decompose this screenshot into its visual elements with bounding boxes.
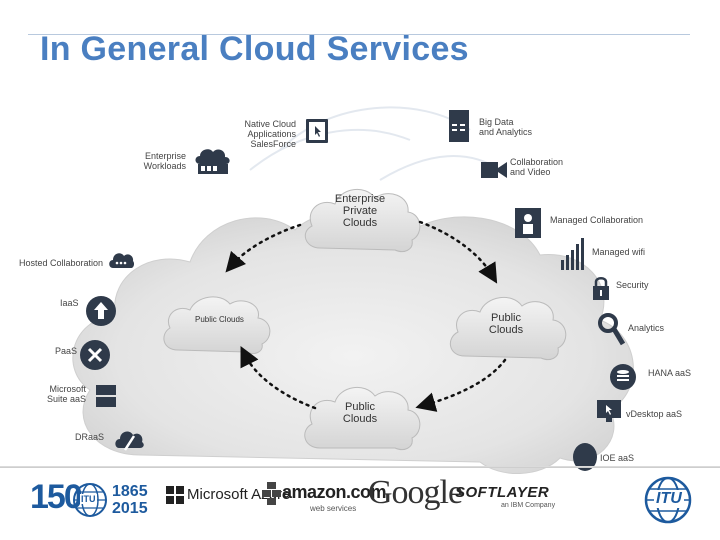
year-2015: 2015 bbox=[112, 500, 148, 517]
amazon-logo: amazon.com web services bbox=[262, 476, 387, 516]
public-right-line-2: Clouds bbox=[488, 324, 524, 336]
collab-video-line-2: and Video bbox=[510, 167, 551, 177]
touch-screen-icon bbox=[306, 119, 328, 143]
hana-label: HANA aaS bbox=[648, 368, 692, 378]
cycle-arrows bbox=[225, 220, 507, 412]
enterprise-line-3: Clouds bbox=[342, 217, 378, 229]
server-cloud-icon bbox=[195, 149, 230, 174]
iaas-label: IaaS bbox=[60, 298, 79, 308]
enterprise-workloads-line-1: Enterprise bbox=[144, 151, 186, 161]
public-cloud-left-shape bbox=[163, 296, 271, 355]
title-underline bbox=[28, 34, 690, 35]
big-data-label: Big Data and Analytics bbox=[479, 117, 532, 137]
public-right-line-1: Public bbox=[491, 312, 521, 324]
year-1865: 1865 bbox=[112, 483, 148, 500]
signal-bars-icon bbox=[561, 238, 584, 270]
amazon-sub-text: web services bbox=[310, 504, 357, 513]
itu-right-logo: ITU bbox=[644, 476, 692, 524]
presenter-icon bbox=[515, 208, 541, 238]
hosted-collab-label: Hosted Collaboration bbox=[19, 258, 104, 268]
managed-collab-label: Managed Collaboration bbox=[550, 215, 644, 225]
database-icon bbox=[610, 364, 636, 390]
public-cloud-left-label: Public Clouds bbox=[195, 315, 244, 324]
softlayer-sub-text: an IBM Company bbox=[501, 502, 556, 509]
cloud-upload-icon bbox=[86, 296, 116, 326]
magnifier-icon bbox=[598, 313, 625, 346]
enterprise-workloads-label: Enterprise Workloads bbox=[120, 151, 186, 171]
page-title: In General Cloud Services bbox=[40, 30, 469, 68]
microsoft-line-1: Microsoft bbox=[49, 384, 86, 394]
enterprise-line-2: Private bbox=[342, 205, 378, 217]
video-camera-icon bbox=[481, 162, 507, 178]
native-cloud-line-1: Native Cloud bbox=[244, 119, 296, 129]
public-cloud-right-label: Public Clouds bbox=[476, 312, 536, 336]
google-logo: Google bbox=[368, 474, 463, 511]
microsoft-suite-label: Microsoft Suite aaS bbox=[40, 384, 86, 404]
native-cloud-line-3: SalesForce bbox=[250, 139, 296, 149]
ioe-label: IOE aaS bbox=[600, 453, 635, 463]
aws-cubes-icon bbox=[262, 482, 281, 505]
chat-cloud-icon bbox=[109, 253, 134, 268]
draas-label: DRaaS bbox=[75, 432, 105, 442]
native-cloud-label: Native Cloud Applications SalesForce bbox=[220, 119, 296, 149]
native-cloud-line-2: Applications bbox=[247, 129, 296, 139]
amazon-text: amazon.com bbox=[282, 482, 387, 502]
tools-icon bbox=[80, 340, 110, 370]
vdesktop-label: vDesktop aaS bbox=[626, 409, 683, 419]
enterprise-workloads-line-2: Workloads bbox=[143, 161, 186, 171]
recovery-cloud-icon bbox=[115, 431, 144, 451]
building-icon bbox=[449, 110, 469, 142]
itu-150-logo: 150 ITU 1865 2015 bbox=[30, 478, 160, 520]
softlayer-text: SOFTLAYER bbox=[455, 484, 550, 501]
paas-label: PaaS bbox=[55, 346, 78, 356]
softlayer-logo: SOFTLAYER an IBM Company bbox=[455, 484, 555, 516]
itu-small-text: ITU bbox=[80, 494, 97, 504]
enterprise-cloud-shape bbox=[304, 189, 421, 253]
ioe-circle-icon bbox=[573, 443, 597, 471]
public-bottom-line-2: Clouds bbox=[342, 413, 378, 425]
collab-video-line-1: Collaboration bbox=[510, 157, 564, 167]
microsoft-windows-icon bbox=[166, 486, 184, 504]
windows-logo-icon bbox=[96, 385, 116, 407]
big-data-line-1: Big Data bbox=[479, 117, 514, 127]
analytics-label: Analytics bbox=[628, 323, 665, 333]
public-cloud-right-shape bbox=[449, 297, 567, 361]
big-data-line-2: and Analytics bbox=[479, 127, 533, 137]
enterprise-private-cloud-label: Enterprise Private Clouds bbox=[325, 193, 395, 229]
managed-wifi-label: Managed wifi bbox=[592, 247, 646, 257]
public-bottom-line-1: Public bbox=[345, 401, 375, 413]
microsoft-line-2: Suite aaS bbox=[46, 394, 86, 404]
itu-right-text: ITU bbox=[654, 490, 684, 508]
footer-rule bbox=[0, 466, 720, 468]
public-cloud-bottom-label: Public Clouds bbox=[330, 401, 390, 425]
monitor-pointer-icon bbox=[597, 400, 621, 422]
public-cloud-bottom-shape bbox=[304, 387, 421, 451]
enterprise-line-1: Enterprise bbox=[334, 193, 386, 205]
security-label: Security bbox=[616, 280, 649, 290]
collab-video-label: Collaboration and Video bbox=[510, 157, 563, 177]
years-block: 1865 2015 bbox=[112, 483, 148, 517]
lock-icon bbox=[593, 277, 609, 300]
